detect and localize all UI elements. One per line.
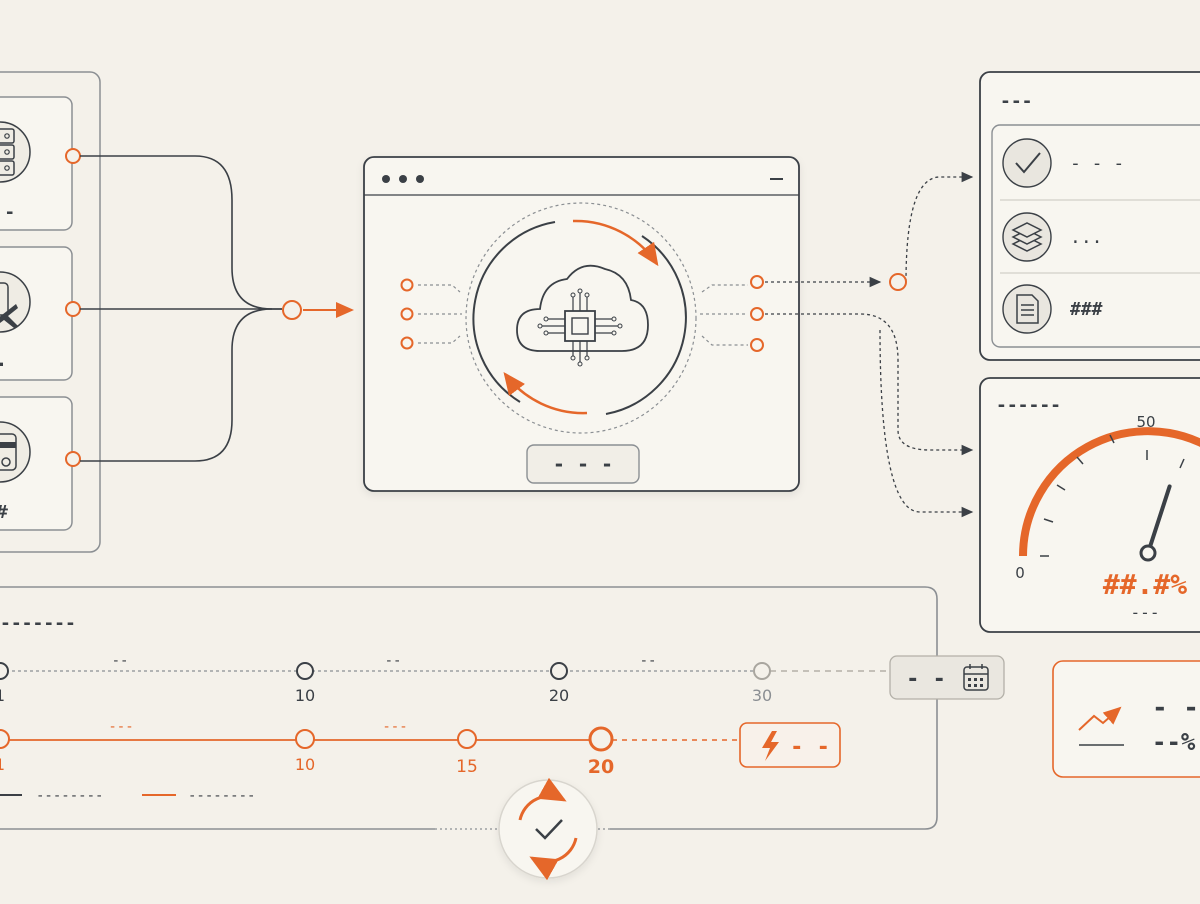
trend-line1: - - — [1152, 693, 1199, 723]
processor-in-port-3[interactable] — [400, 336, 414, 350]
processor-output-ports — [700, 275, 764, 352]
window-dots-icon[interactable] — [382, 175, 424, 183]
gauge-caption: --- — [1131, 603, 1160, 622]
source-card-airplane[interactable]: . — [0, 246, 73, 381]
check-icon — [1015, 152, 1041, 174]
timeline-panel: ------- 1 10 20 30 -- -- -- - - — [0, 586, 1005, 881]
results-panel: --- - - - ... ### — [979, 71, 1200, 361]
row1-tick-1: 1 — [0, 686, 5, 705]
row1-tick-4: 30 — [752, 686, 772, 705]
row1-gap-label-2: -- — [385, 653, 402, 669]
legend-label-2: -------- — [188, 788, 255, 804]
gauge-mid-label: 50 — [1136, 413, 1155, 431]
processor-core — [465, 202, 697, 434]
sync-check-icon — [518, 777, 578, 881]
lightning-icon — [762, 731, 779, 761]
processor-input-ports — [400, 278, 462, 350]
document-icon — [1016, 294, 1039, 324]
timeline-row-1: 1 10 20 30 -- -- -- — [0, 653, 888, 705]
legend-label-1: -------- — [36, 788, 103, 804]
row1-end-badge[interactable]: - - — [889, 655, 1005, 700]
output-connectors — [765, 171, 974, 518]
processor-in-port-1[interactable] — [400, 278, 414, 292]
trend-up-icon — [1078, 706, 1124, 746]
result-label-check: - - - — [1070, 153, 1124, 174]
credit-card-icon — [0, 421, 31, 483]
gauge-hub — [1139, 544, 1157, 562]
result-item-layers[interactable]: ... — [1002, 212, 1103, 262]
row1-node-4[interactable] — [753, 662, 771, 680]
row2-node-3[interactable] — [457, 729, 477, 749]
row2-node-2[interactable] — [295, 729, 315, 749]
row1-tick-2: 10 — [295, 686, 315, 705]
source-port-2[interactable] — [65, 301, 81, 317]
processor-button-label: - - - — [553, 452, 613, 476]
source-port-1[interactable] — [65, 148, 81, 164]
merge-connectors — [80, 155, 282, 462]
source-label-server: - — [6, 202, 13, 223]
calendar-icon — [963, 664, 989, 691]
result-item-check[interactable]: - - - — [1002, 138, 1124, 188]
merge-node[interactable] — [282, 300, 302, 320]
trend-card[interactable]: - - --% — [1052, 660, 1200, 778]
source-label-airplane: . — [0, 350, 5, 371]
server-icon — [0, 121, 31, 183]
source-card-server[interactable]: - — [0, 96, 73, 231]
result-label-document: ### — [1070, 299, 1103, 320]
gauge-min-label: 0 — [1015, 564, 1025, 582]
row2-tick-2: 10 — [295, 755, 315, 774]
timeline-row-2: 1 10 15 20 --- --- — [0, 719, 738, 778]
gauge-panel: ------ 0 50 ##.#% --- — [979, 377, 1200, 633]
row1-node-1[interactable] — [0, 662, 9, 680]
result-label-layers: ... — [1070, 227, 1103, 248]
row1-node-2[interactable] — [296, 662, 314, 680]
output-split-node[interactable] — [889, 273, 907, 291]
trend-line2: --% — [1152, 728, 1196, 756]
row2-end-label: - - — [790, 735, 830, 760]
row2-tick-1: 1 — [0, 755, 5, 774]
source-port-3[interactable] — [65, 451, 81, 467]
source-card-credit-card[interactable]: # — [0, 396, 73, 531]
row2-tick-3: 15 — [456, 757, 478, 777]
processor-out-port-2[interactable] — [750, 307, 764, 321]
row2-node-4[interactable] — [588, 726, 614, 752]
row1-tick-3: 20 — [549, 686, 569, 705]
gauge-ticks — [1040, 434, 1185, 557]
row2-end-badge[interactable]: - - — [739, 722, 841, 768]
sources-panel: - . # — [0, 71, 101, 553]
processor-button[interactable]: - - - — [526, 444, 640, 484]
row1-gap-label-1: -- — [112, 653, 129, 669]
gauge-needle — [1146, 484, 1172, 555]
layers-icon — [1011, 222, 1043, 252]
row1-end-label: - - — [906, 667, 946, 692]
timeline-legend: -------- -------- — [0, 788, 255, 804]
gauge-arc — [1019, 427, 1200, 557]
source-label-credit-card: # — [0, 502, 9, 523]
gauge-value: ##.#% — [1103, 568, 1187, 601]
gauge-title: ------ — [996, 395, 1061, 416]
row2-tick-4: 20 — [588, 756, 614, 778]
result-item-document[interactable]: ### — [1002, 284, 1103, 334]
row1-node-3[interactable] — [550, 662, 568, 680]
row2-gap-label-2: --- — [382, 719, 407, 735]
airplane-icon — [0, 271, 31, 333]
processor-in-port-2[interactable] — [400, 307, 414, 321]
row2-gap-label-1: --- — [108, 719, 133, 735]
results-title: --- — [1000, 91, 1033, 112]
processor-out-port-3[interactable] — [750, 338, 764, 352]
row2-node-1[interactable] — [0, 729, 10, 749]
processor-out-port-1[interactable] — [750, 275, 764, 289]
timeline-title: ------- — [0, 613, 76, 634]
row1-gap-label-3: -- — [640, 653, 657, 669]
cloud-chip-icon — [516, 264, 649, 367]
